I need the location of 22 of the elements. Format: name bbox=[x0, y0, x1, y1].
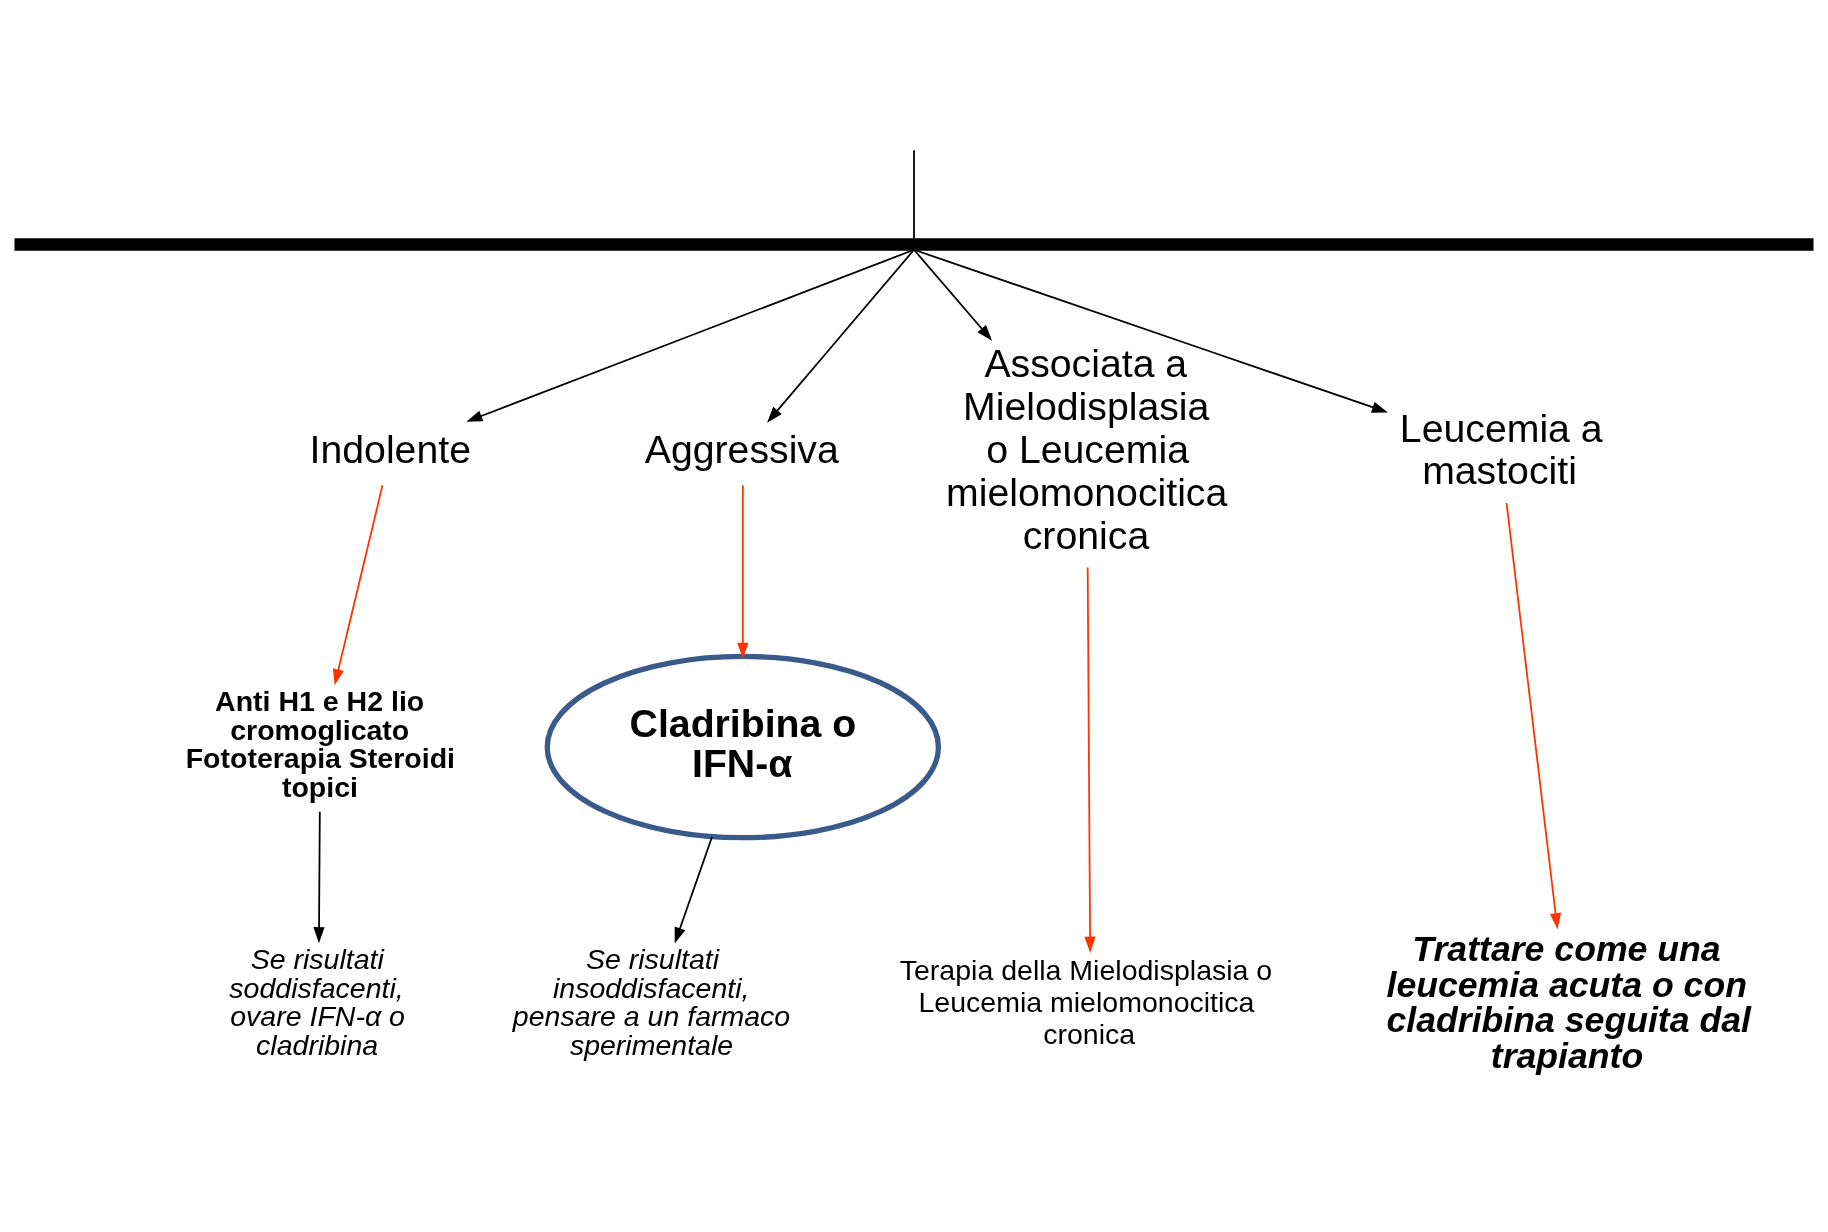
node-text: Indolente bbox=[309, 427, 471, 471]
arrow bbox=[767, 248, 915, 423]
connector bbox=[913, 149, 915, 240]
node-text: Se risultati insoddisfacenti, pensare a un farmaco sperimentale bbox=[512, 943, 791, 1061]
arrow bbox=[1505, 502, 1562, 930]
node-text: Aggressiva bbox=[644, 427, 839, 471]
node-text: Associata a Mielodisplasia o Leucemia mielomonocitica cronica bbox=[946, 341, 1228, 557]
arrow bbox=[466, 248, 915, 422]
node-ellipse: Cladribina o IFN-α bbox=[544, 653, 942, 841]
arrow bbox=[737, 484, 749, 659]
arrow bbox=[674, 836, 713, 944]
node-text: Trattare come una leucemia acuta o con cladribina seguita dal trapianto bbox=[1386, 928, 1751, 1076]
arrow bbox=[913, 248, 1388, 413]
arrow bbox=[332, 484, 384, 686]
node-text: Anti H1 e H2 lio cromoglicato Fototerapia Steroidi topici bbox=[185, 685, 455, 803]
arrow bbox=[1084, 566, 1096, 953]
node-bar bbox=[14, 238, 1814, 251]
node-text: Terapia della Mielodisplasia o Leucemia mielomonocitica cronica bbox=[899, 954, 1273, 1051]
node-text: Leucemia a mastociti bbox=[1399, 405, 1603, 493]
arrow bbox=[913, 248, 993, 341]
node-text: Se risultati soddisfacenti, ovare IFN-α o cladribina bbox=[229, 943, 405, 1061]
arrow bbox=[313, 810, 325, 944]
